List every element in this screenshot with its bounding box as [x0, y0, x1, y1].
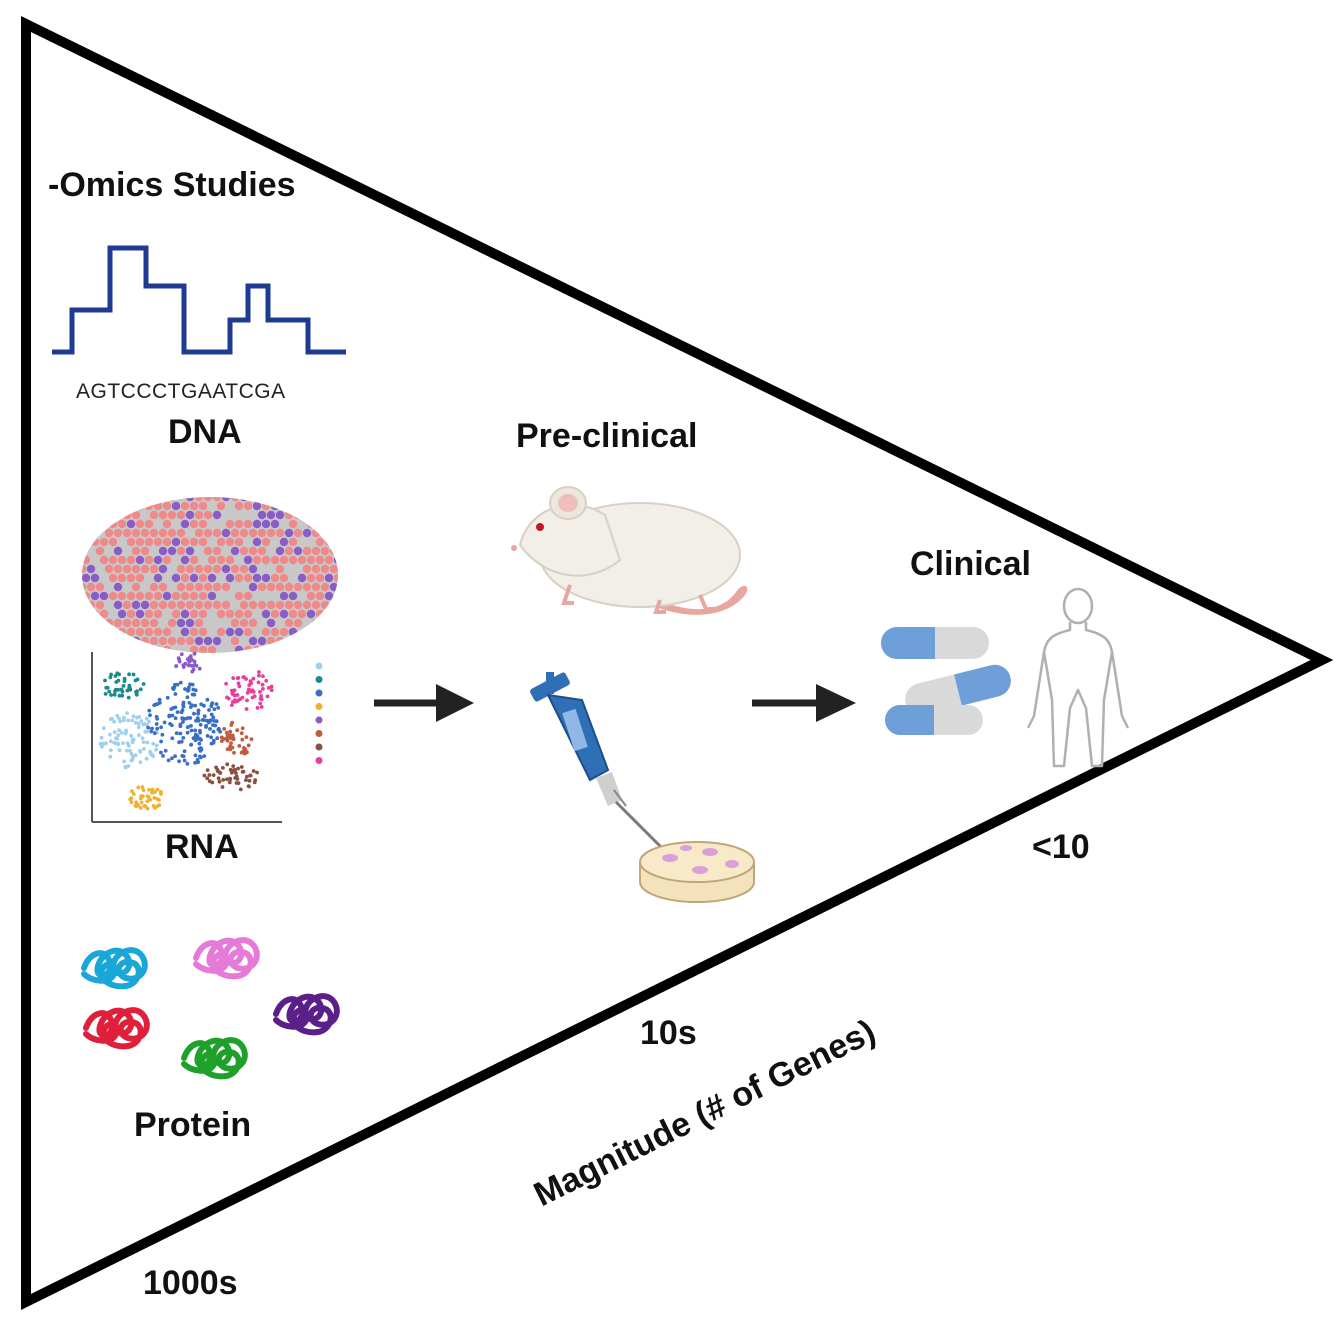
human-outline-icon	[1026, 587, 1130, 768]
preclinical-label: Pre-clinical	[516, 417, 698, 455]
petri-dish-icon	[639, 841, 755, 903]
dna-sequence: AGTCCCTGAATCGA	[76, 380, 286, 403]
magnitude-lt10-label: <10	[1032, 828, 1090, 866]
dna-label: DNA	[168, 413, 242, 451]
dna-trace-icon	[52, 245, 346, 355]
spatial-rna-icon	[82, 497, 338, 653]
magnitude-10s-label: 10s	[640, 1014, 697, 1052]
magnitude-1000s-label: 1000s	[143, 1264, 238, 1302]
arrow-icon	[752, 684, 856, 722]
protein-label: Protein	[134, 1106, 252, 1144]
mouse-icon	[511, 486, 748, 615]
arrow-icon	[374, 684, 474, 722]
rna-label: RNA	[165, 828, 239, 866]
clinical-label: Clinical	[910, 545, 1031, 583]
omics-title: -Omics Studies	[48, 166, 296, 204]
protein-icon	[81, 937, 340, 1080]
capsule-icon	[881, 627, 1011, 735]
funnel-triangle	[21, 15, 1334, 1311]
cluster-plot-icon	[91, 651, 323, 823]
pipette-icon	[530, 672, 666, 852]
